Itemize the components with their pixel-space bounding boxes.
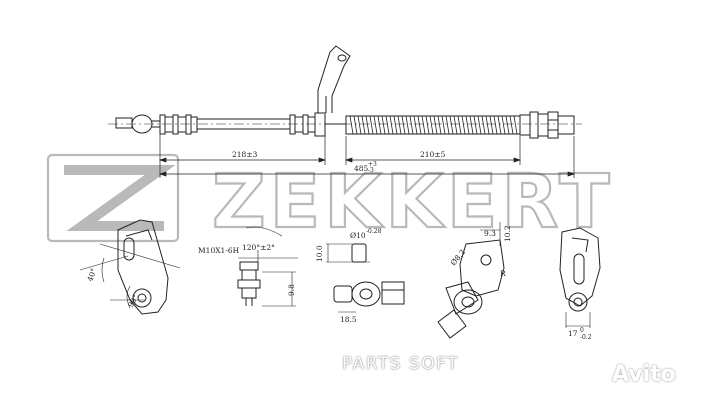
main-dimensions [158, 128, 576, 178]
dim-17-tolerance-lower: -0.2 [580, 334, 592, 341]
dim-9-8-label: 9.8 [287, 284, 296, 296]
dia-10-tolerance: -0.28 [366, 228, 382, 235]
dim-18-5-label: 18.5 [340, 315, 357, 324]
spring-coils [349, 115, 518, 135]
dim-485-label: 485 [354, 164, 369, 173]
bracket-detail-view [79, 219, 181, 315]
thread-fitting-view [237, 226, 298, 307]
dim-218-label: 218±3 [232, 150, 258, 159]
dim-10-0-label: 10.0 [315, 245, 324, 262]
parts-soft-watermark: PARTS SOFT [342, 354, 459, 374]
angle-40-label: 40° [85, 267, 98, 283]
brake-hose-main-view [108, 45, 582, 139]
brand-watermark-text: ZEKKERT [212, 159, 614, 245]
dim-210-label: 210±5 [420, 150, 446, 159]
angle-120-label: 120°±2° [242, 243, 275, 252]
avito-watermark: Avito [612, 362, 676, 387]
elbow-banjo-view [437, 222, 505, 339]
dim-485-tolerance-lower: -3 [368, 167, 374, 174]
banjo-detail-view [326, 243, 405, 313]
dim-17-label: 17 [568, 329, 578, 338]
dia-10-label: Ø10 [350, 231, 366, 240]
dim-9-3-label: 9.3 [484, 229, 496, 238]
zekkert-logo-watermark: ZEKKERT [46, 153, 614, 246]
right-fitting-view [559, 227, 601, 328]
dim-10-2-label: 10.2 [503, 225, 512, 242]
dim-17-tolerance-upper: 0 [580, 327, 584, 334]
dim-485-tolerance-upper: +3 [368, 161, 377, 168]
thread-label: M10X1-6H [198, 246, 240, 255]
radius-label: R [500, 269, 506, 278]
